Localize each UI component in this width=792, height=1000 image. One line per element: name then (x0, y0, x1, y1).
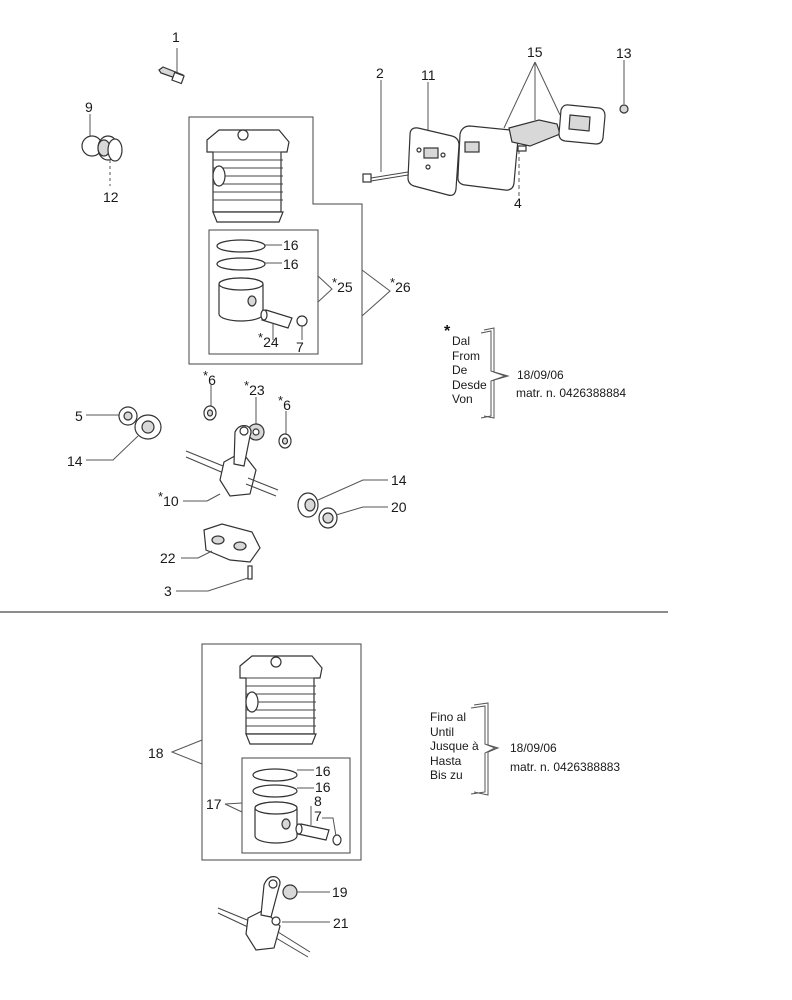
crankshaft-drawing-upper (183, 425, 279, 502)
star-marker: * (203, 368, 209, 383)
bearing-drawing-left (86, 406, 162, 461)
piston-pin-drawing-lower (295, 806, 342, 846)
note-star-marker: * (444, 323, 451, 340)
callout-1: 1 (172, 29, 180, 45)
note-bracket-lower (470, 702, 500, 796)
callout-21-lower: 21 (333, 915, 349, 931)
piston-drawing-lower (254, 801, 298, 844)
callout-26: *26 (390, 275, 411, 295)
note-date-lower: 18/09/06 (510, 741, 557, 755)
piston-rings-upper (216, 239, 282, 271)
cylinder-drawing-upper (206, 129, 290, 223)
note-date-upper: 18/09/06 (517, 368, 564, 382)
star-marker: * (332, 275, 338, 290)
muffler-gasket-drawing (407, 82, 460, 196)
callout-9: 9 (85, 99, 93, 115)
callout-16-lower-a: 16 (315, 763, 331, 779)
callout-2: 2 (376, 65, 384, 81)
piston-drawing-upper (218, 277, 264, 322)
star-marker: * (258, 330, 264, 345)
callout-20: 20 (391, 499, 407, 515)
callout-3: 3 (164, 583, 172, 599)
callout-19-lower: 19 (332, 884, 348, 900)
callout-4: 4 (514, 195, 522, 211)
callout-5: 5 (75, 408, 83, 424)
note-bracket-upper (480, 327, 510, 419)
callout-7-lower: 7 (314, 808, 322, 824)
callout-25: *25 (332, 275, 353, 295)
piston-rings-lower (252, 768, 314, 798)
nut-drawing (619, 60, 629, 114)
screw-drawing (176, 565, 253, 592)
washer-drawing-right (278, 411, 292, 449)
crankshaft-drawing-lower (217, 876, 330, 958)
callout-24: *24 (258, 330, 279, 350)
note-line: From (452, 348, 480, 363)
callout-15: 15 (527, 44, 543, 60)
callout-14-left: 14 (67, 453, 83, 469)
cylinder-drawing-lower (239, 655, 323, 745)
note-serial-upper: matr. n. 0426388884 (516, 386, 627, 400)
callout-13: 13 (616, 45, 632, 61)
star-marker: * (390, 275, 396, 290)
note-line: Jusque à (430, 739, 479, 753)
callout-16-a: 16 (283, 237, 299, 253)
note-until-labels: Fino al Until Jusque à Hasta Bis zu (430, 710, 479, 783)
callout-10: *10 (158, 489, 179, 509)
piston-pin-drawing-upper (260, 309, 308, 340)
note-line: Hasta (430, 753, 462, 768)
spark-plug-drawing (158, 48, 185, 85)
muffler-bolt-drawing (362, 80, 409, 183)
note-from-labels: Dal From De Desde Von (452, 334, 487, 407)
star-marker: * (244, 378, 250, 393)
note-line: Desde (452, 377, 487, 392)
callout-8-lower: 8 (314, 793, 322, 809)
muffler-assembly-drawing (457, 61, 606, 196)
intake-boot-drawing (81, 114, 123, 186)
callout-16-lower-b: 16 (315, 779, 331, 795)
cylinder-kit-frame (188, 116, 391, 365)
note-line: Dal (452, 334, 471, 348)
washer-drawing-left (203, 385, 217, 421)
bearing-drawing-right (297, 479, 388, 529)
callout-6-right: *6 (278, 393, 291, 413)
callout-11: 11 (421, 67, 436, 83)
callout-22: 22 (160, 550, 176, 566)
note-line: Von (452, 392, 473, 406)
note-line: Bis zu (430, 768, 463, 782)
callout-14-right: 14 (391, 472, 407, 488)
cylinder-kit-frame-lower (170, 643, 362, 861)
callout-23: *23 (244, 378, 265, 398)
note-line: De (452, 363, 468, 377)
crankcase-drawing (181, 523, 261, 563)
callout-7: 7 (296, 339, 304, 355)
note-line: Until (430, 724, 455, 739)
star-marker: * (278, 393, 284, 408)
callout-16-b: 16 (283, 256, 299, 272)
callout-12: 12 (103, 189, 119, 205)
star-marker: * (158, 489, 164, 504)
piston-kit-frame (208, 229, 333, 355)
callout-17-lower: 17 (206, 796, 222, 812)
callout-18-lower: 18 (148, 745, 164, 761)
note-serial-lower: matr. n. 0426388883 (510, 760, 621, 774)
callout-6-left: *6 (203, 368, 216, 388)
piston-kit-frame-lower (224, 757, 351, 854)
note-line: Fino al (430, 710, 467, 724)
